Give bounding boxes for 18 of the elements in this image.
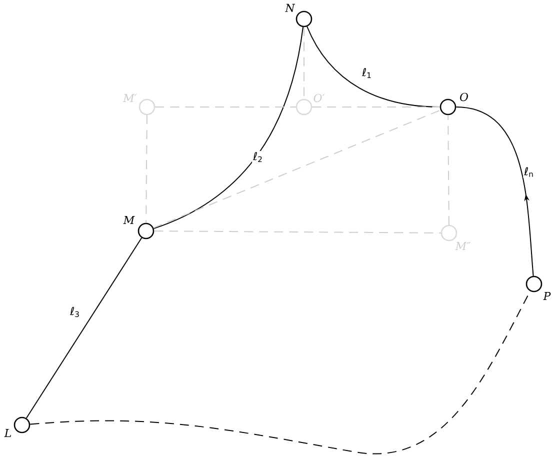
edge-label: ℓ$_{1}$ [361, 67, 373, 79]
curve [153, 26, 304, 229]
curve [456, 106, 534, 276]
edge-label: ℓ$_{n}$ [523, 166, 535, 178]
edge-label: ℓ$_{3}$ [69, 306, 81, 318]
edge-label: ℓ$_{2}$ [252, 150, 264, 164]
point-label: P [543, 292, 551, 300]
point-label: M [123, 216, 135, 224]
point-label: N [285, 4, 296, 12]
curve [26, 237, 142, 419]
curve [146, 114, 148, 224]
curve [154, 230, 442, 234]
curve [154, 106, 296, 108]
point-label: O [460, 92, 468, 102]
curve [153, 110, 441, 228]
curve [312, 106, 440, 108]
curve [448, 114, 450, 226]
point-label: L [4, 429, 11, 437]
